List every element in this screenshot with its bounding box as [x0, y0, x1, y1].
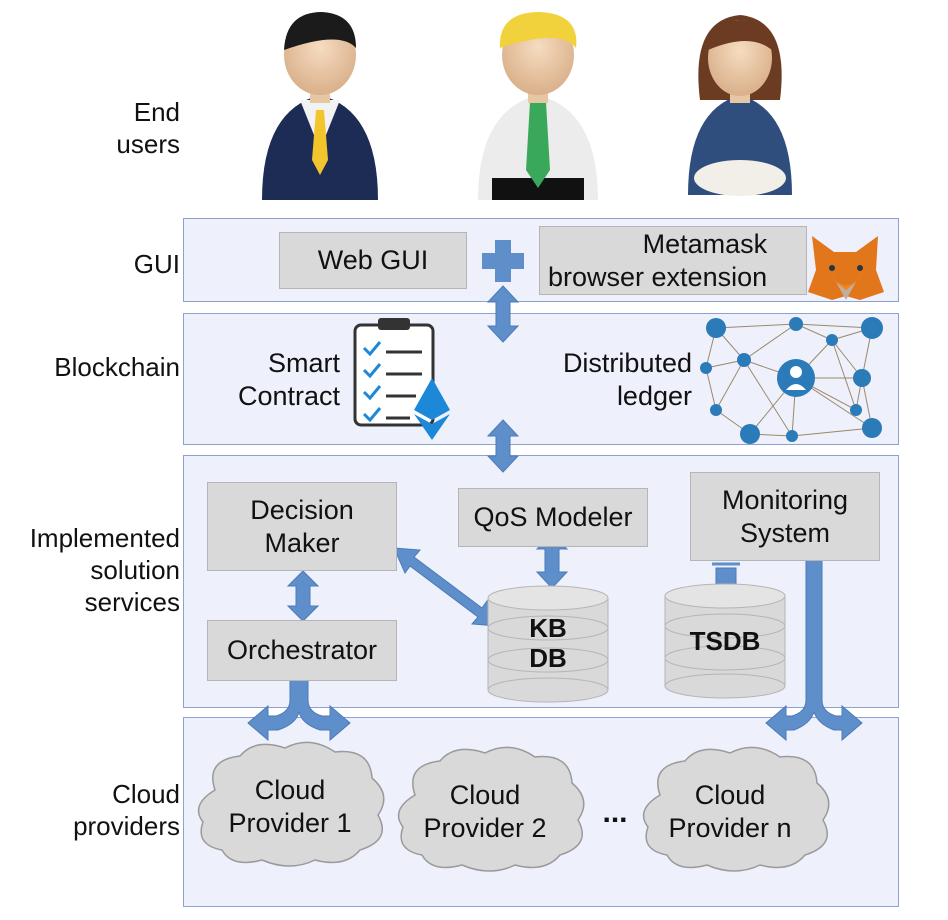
tsdb-label: TSDB	[689, 626, 761, 656]
tsdb-cylinder	[664, 583, 786, 699]
blockchain-label: Blockchain	[54, 352, 180, 382]
kb-db-cylinder	[487, 585, 609, 703]
end-users-label: End users	[116, 97, 180, 159]
decision-maker-box: Decision Maker	[207, 482, 397, 571]
plus-icon	[482, 240, 524, 282]
cloud-provider-n: Cloud Provider n	[668, 780, 792, 843]
monitoring-system-box: Monitoring System	[690, 472, 880, 561]
distributed-ledger-label: Distributed ledger	[562, 348, 692, 411]
user-businessman-icon	[262, 12, 378, 200]
gui-label: GUI	[133, 249, 180, 279]
ledger-nodes	[700, 317, 883, 444]
cloud-provider-2: Cloud Provider 2	[423, 780, 547, 843]
cloud-provider-1: Cloud Provider 1	[228, 775, 352, 838]
metamask-fox-icon	[808, 236, 884, 300]
cloud-shapes	[197, 741, 830, 872]
qos-modeler-box: QoS Modeler	[458, 488, 648, 547]
user-blond-man-icon	[478, 12, 598, 200]
web-gui-box: Web GUI	[279, 232, 467, 289]
ethereum-icon	[414, 378, 450, 440]
user-woman-icon	[688, 15, 792, 196]
services-label: Implemented solution services	[29, 523, 180, 617]
metamask-box: Metamask browser extension	[539, 226, 807, 295]
orchestrator-box: Orchestrator	[207, 620, 397, 681]
smart-contract-label: Smart Contract	[237, 348, 340, 411]
ellipsis: ...	[602, 796, 628, 829]
smart-contract-icon	[353, 318, 435, 427]
kb-db-label: KB DB	[529, 613, 567, 673]
cloud-providers-label: Cloud providers	[73, 779, 180, 841]
